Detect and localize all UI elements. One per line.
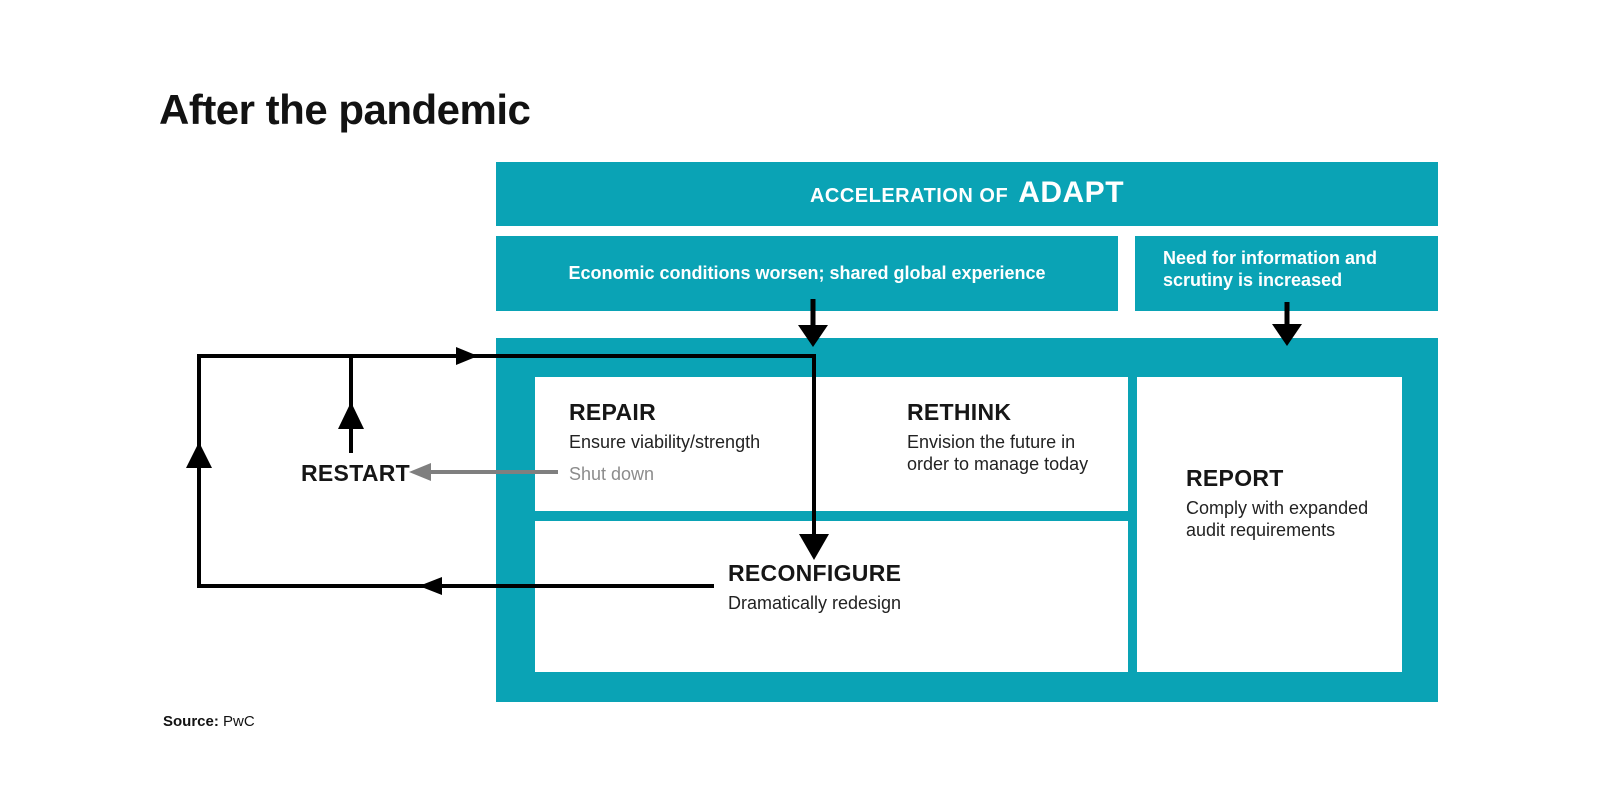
reconfigure-title: RECONFIGURE xyxy=(728,560,902,586)
report-box xyxy=(1137,377,1402,672)
repair-desc: Ensure viability/strength xyxy=(569,432,761,452)
report-desc: Comply with expanded audit requirements xyxy=(1186,498,1369,540)
rethink-title: RETHINK xyxy=(907,399,1012,425)
arrowhead-up-left-rail xyxy=(186,442,212,468)
stage-restart: RESTART xyxy=(301,461,410,485)
repair-title: REPAIR xyxy=(569,399,656,425)
driver-economic-banner: Economic conditions worsen; shared globa… xyxy=(496,236,1118,311)
source-label: Source: xyxy=(163,713,219,730)
report-title: REPORT xyxy=(1186,465,1284,491)
banner-acronym-label: ADAPT xyxy=(1018,176,1125,209)
arrow-restart-up xyxy=(338,356,364,453)
acceleration-banner-text: ACCELERATION OF ADAPT xyxy=(810,176,1124,210)
driver-information-banner: Need for information and scrutiny is inc… xyxy=(1135,236,1438,311)
source-attribution: Source: PwC xyxy=(163,713,255,730)
source-value: PwC xyxy=(223,713,255,730)
reconfigure-desc: Dramatically redesign xyxy=(728,593,902,613)
restart-title: RESTART xyxy=(301,460,411,486)
arrowhead-left-to-restart-rail xyxy=(419,577,442,595)
driver-information-text: Need for information and scrutiny is inc… xyxy=(1163,248,1378,290)
repair-shutdown-note: Shut down xyxy=(569,464,655,484)
adapt-framework-container xyxy=(496,338,1438,702)
stage-reconfigure: RECONFIGURE Dramatically redesign xyxy=(728,561,901,614)
stage-report: REPORT Comply with expanded audit requir… xyxy=(1186,466,1371,541)
acceleration-banner: ACCELERATION OF ADAPT xyxy=(496,162,1438,226)
stage-rethink: RETHINK Envision the future in order to … xyxy=(907,400,1102,475)
rethink-desc: Envision the future in order to manage t… xyxy=(907,432,1089,474)
page-title: After the pandemic xyxy=(159,86,531,133)
arrowhead-right-top-line xyxy=(456,347,478,365)
stage-repair: REPAIR Ensure viability/strength Shut do… xyxy=(569,400,760,485)
driver-economic-text: Economic conditions worsen; shared globa… xyxy=(568,263,1046,283)
banner-prefix-label: ACCELERATION OF xyxy=(809,185,1009,207)
